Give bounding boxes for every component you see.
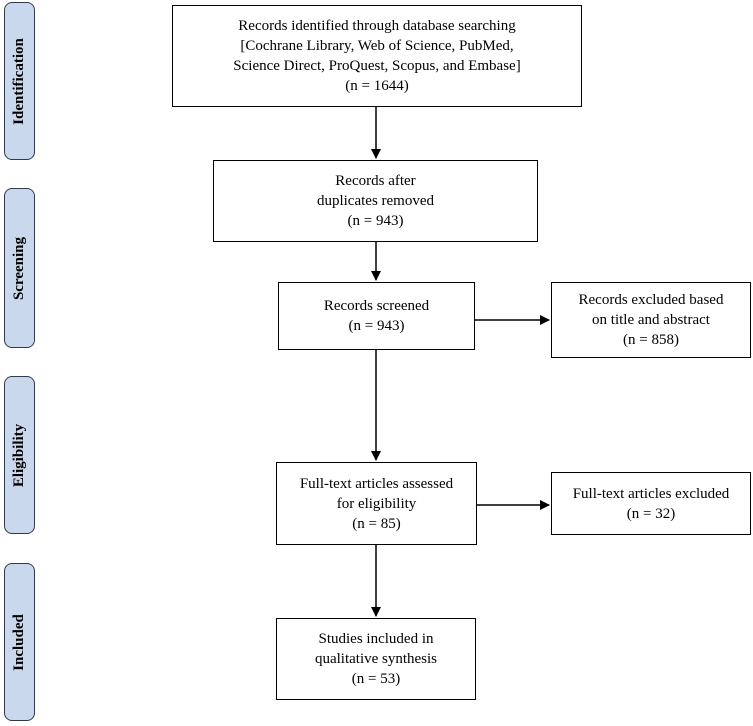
box-fulltext-excluded-line-2: (n = 32) <box>626 505 676 522</box>
stage-screening-label: Screening <box>11 236 27 300</box>
box-fulltext-assessed-line-1: Full-text articles assessed <box>299 475 454 492</box>
stage-included-label: Included <box>11 613 28 671</box>
stage-screening: Screening <box>4 188 35 348</box>
box-after-duplicates-line-1: Records after <box>335 173 416 189</box>
stage-eligibility: Eligibility <box>4 376 35 534</box>
box-excluded-title-abstract-line-3: (n = 858) <box>623 332 679 348</box>
box-records-screened-line-1: Records screened <box>323 298 430 314</box>
box-studies-included-line-1: Studies included in <box>318 631 434 647</box>
stage-identification: Identification <box>4 2 35 160</box>
stage-included: Included <box>4 563 35 721</box>
box-records-identified-line-4: (n = 1644) <box>345 78 409 94</box>
box-records-screened-line-2: (n = 943) <box>348 318 405 334</box>
box-records-identified-line-1: Records identified through database sear… <box>238 18 516 34</box>
box-studies-included-line-2: qualitative synthesis <box>314 651 438 667</box>
box-studies-included-line-3: (n = 53) <box>351 671 401 687</box>
stage-eligibility-label: Eligibility <box>11 423 28 487</box>
box-studies-included: Studies included in qualitative synthesi… <box>276 618 476 700</box>
stage-identification-label: Identification <box>11 37 28 125</box>
box-fulltext-assessed: Full-text articles assessed for eligibil… <box>276 462 477 545</box>
box-excluded-title-abstract: Records excluded based on title and abst… <box>551 282 751 358</box>
box-fulltext-assessed-line-3: (n = 85) <box>352 515 401 532</box>
box-records-identified-line-3: Science Direct, ProQuest, Scopus, and Em… <box>233 58 521 74</box>
box-fulltext-excluded: Full-text articles excluded (n = 32) <box>551 472 751 535</box>
box-records-identified-line-2: [Cochrane Library, Web of Science, PubMe… <box>240 38 514 54</box>
box-after-duplicates: Records after duplicates removed (n = 94… <box>213 160 538 242</box>
box-excluded-title-abstract-line-1: Records excluded based <box>578 292 724 308</box>
box-records-identified: Records identified through database sear… <box>172 5 582 107</box>
box-after-duplicates-line-3: (n = 943) <box>347 213 404 229</box>
box-after-duplicates-line-2: duplicates removed <box>316 193 435 209</box>
box-excluded-title-abstract-line-2: on title and abstract <box>592 312 710 328</box>
box-records-screened: Records screened (n = 943) <box>278 282 475 350</box>
box-fulltext-excluded-line-1: Full-text articles excluded <box>572 485 730 502</box>
box-fulltext-assessed-line-2: for eligibility <box>336 495 417 512</box>
